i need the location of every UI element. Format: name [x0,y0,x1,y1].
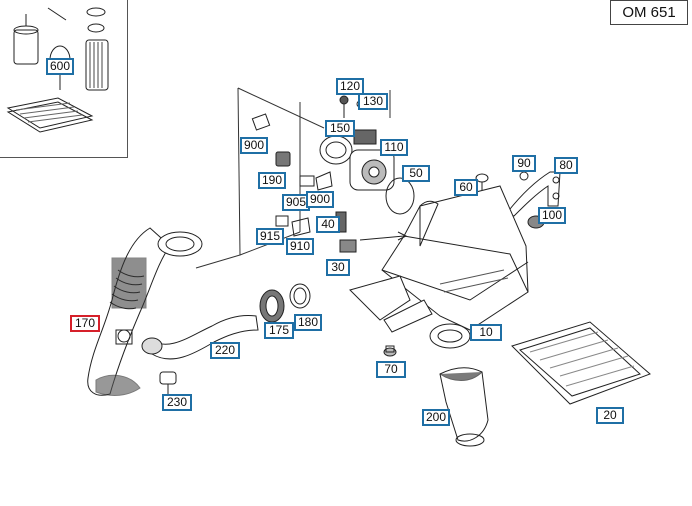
callout-80[interactable]: 80 [554,157,578,174]
air-mass-sensor-illustration [319,95,415,215]
callout-910[interactable]: 910 [286,238,314,255]
callout-150[interactable]: 150 [325,120,355,137]
callout-600[interactable]: 600 [46,58,74,75]
callout-230[interactable]: 230 [162,394,192,411]
service-parts-inset [0,0,128,158]
engine-model-label: OM 651 [610,0,688,25]
callout-40[interactable]: 40 [316,216,340,233]
callout-20[interactable]: 20 [596,407,624,424]
callout-60[interactable]: 60 [454,179,478,196]
charge-pipe-illustration [141,315,259,396]
callout-10[interactable]: 10 [470,324,502,341]
callout-110[interactable]: 110 [380,139,408,156]
callout-200[interactable]: 200 [422,409,450,426]
callout-130[interactable]: 130 [358,93,388,110]
callout-190[interactable]: 190 [258,172,286,189]
callout-90[interactable]: 90 [512,155,536,172]
callout-175[interactable]: 175 [264,322,294,339]
callout-70[interactable]: 70 [376,361,406,378]
intake-duct-illustration [439,367,489,447]
callout-220[interactable]: 220 [210,342,240,359]
callout-180[interactable]: 180 [294,314,322,331]
callout-905[interactable]: 905 [282,194,310,211]
filter-element-illustration [511,321,651,405]
callout-30[interactable]: 30 [326,259,350,276]
callout-120[interactable]: 120 [336,78,364,95]
callout-170-selected[interactable]: 170 [70,315,100,332]
callout-915[interactable]: 915 [256,228,284,245]
intake-hose-illustration [87,227,203,396]
air-filter-housing-illustration [349,185,529,349]
callout-900-upper[interactable]: 900 [240,137,268,154]
callout-900-lower[interactable]: 900 [306,191,334,208]
callout-50[interactable]: 50 [402,165,430,182]
callout-100[interactable]: 100 [538,207,566,224]
